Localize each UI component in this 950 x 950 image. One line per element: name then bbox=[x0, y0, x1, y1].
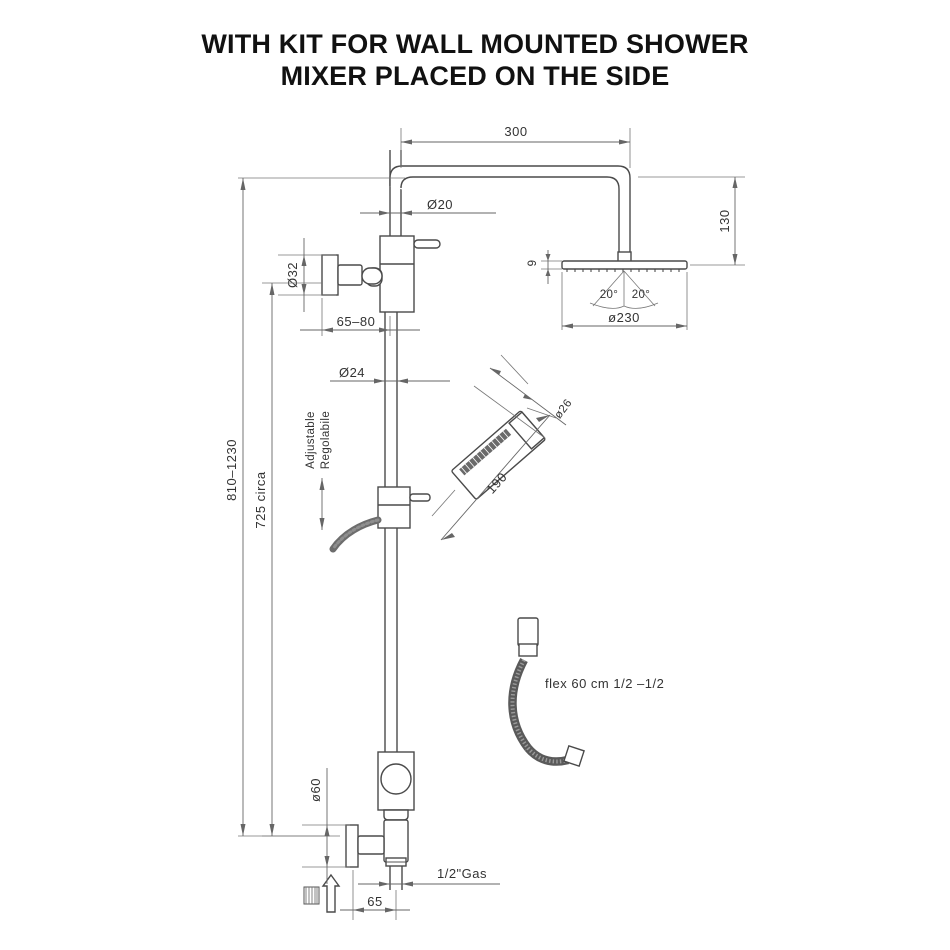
shower-head-nozzles bbox=[566, 269, 680, 272]
page-title-line-2: MIXER PLACED ON THE SIDE bbox=[280, 61, 670, 91]
dimension-arm-drop: 130 bbox=[638, 176, 745, 266]
flow-direction-symbol bbox=[303, 873, 341, 913]
dimension-inlet-thread: 1/2"Gas bbox=[358, 866, 500, 887]
shower-arm bbox=[389, 165, 631, 257]
angle-label-right: 20° bbox=[632, 289, 651, 301]
page-title-line-1: WITH KIT FOR WALL MOUNTED SHOWER bbox=[201, 29, 749, 59]
wall-flange bbox=[345, 824, 385, 868]
page-title: WITH KIT FOR WALL MOUNTED SHOWER MIXER P… bbox=[0, 28, 950, 92]
dimension-head-diameter: ø230 bbox=[561, 272, 688, 330]
slide-bar bbox=[384, 312, 398, 752]
dimension-wall-offset-value: 65–80 bbox=[337, 314, 376, 329]
hand-shower-face bbox=[459, 428, 512, 476]
angle-label-left: 20° bbox=[600, 289, 619, 301]
dimension-handle-diameter-value: Ø32 bbox=[285, 262, 300, 288]
dimension-inlet-offset: 65 bbox=[340, 870, 410, 920]
dimension-hand-shower-length: 190 bbox=[431, 407, 557, 541]
dimension-inlet-offset-value: 65 bbox=[367, 894, 382, 909]
dimension-head-diameter-value: ø230 bbox=[608, 310, 640, 325]
hand-shower bbox=[451, 410, 546, 500]
dimension-arm-reach: 300 bbox=[400, 124, 631, 168]
dimension-total-height: 810–1230 bbox=[224, 177, 405, 837]
side-mixer-handle bbox=[321, 254, 383, 296]
adjustable-label-en: Adjustable bbox=[305, 411, 317, 469]
dimension-head-thickness-value: 9 bbox=[527, 260, 539, 267]
flexible-hose-detail bbox=[508, 617, 585, 767]
dimension-head-thickness: 9 bbox=[527, 250, 562, 284]
dimension-arm-drop-value: 130 bbox=[717, 209, 732, 232]
dimension-bar-height: 725 circa bbox=[253, 282, 340, 837]
overhead-shower-head bbox=[561, 260, 688, 272]
dimension-total-height-value: 810–1230 bbox=[224, 439, 239, 501]
dimension-bar-height-value: 725 circa bbox=[253, 471, 268, 529]
dimension-riser-diameter: Ø20 bbox=[360, 197, 496, 216]
dimension-base-flange-diameter: ø60 bbox=[302, 768, 350, 884]
spray-cone-indicator bbox=[589, 270, 659, 309]
dimension-hand-shower-diameter-value: ø26 bbox=[552, 397, 574, 421]
dimension-base-flange-diameter-value: ø60 bbox=[308, 778, 323, 802]
sliding-bracket bbox=[377, 486, 431, 529]
inlet-pipe bbox=[389, 866, 403, 890]
shower-column-assembly bbox=[303, 150, 688, 913]
adjustable-arrow bbox=[319, 478, 325, 530]
flex-hose-label: flex 60 cm 1/2 –1/2 bbox=[545, 676, 664, 691]
mixer-valve-body bbox=[377, 751, 415, 867]
dimension-slide-bar-diameter: Ø24 bbox=[330, 365, 450, 384]
shower-hose bbox=[329, 516, 382, 553]
dimension-inlet-thread-value: 1/2"Gas bbox=[437, 866, 487, 881]
dimension-wall-offset: 65–80 bbox=[300, 298, 420, 336]
dimension-handle-diameter: Ø32 bbox=[278, 238, 336, 312]
riser-pipe-upper bbox=[389, 150, 402, 236]
adjustable-label-it: Regolabile bbox=[320, 411, 332, 469]
adjustable-annotation: Adjustable Regolabile bbox=[305, 411, 332, 530]
dimension-riser-diameter-value: Ø20 bbox=[427, 197, 453, 212]
dimension-slide-bar-diameter-value: Ø24 bbox=[339, 365, 365, 380]
dimension-arm-reach-value: 300 bbox=[504, 124, 527, 139]
